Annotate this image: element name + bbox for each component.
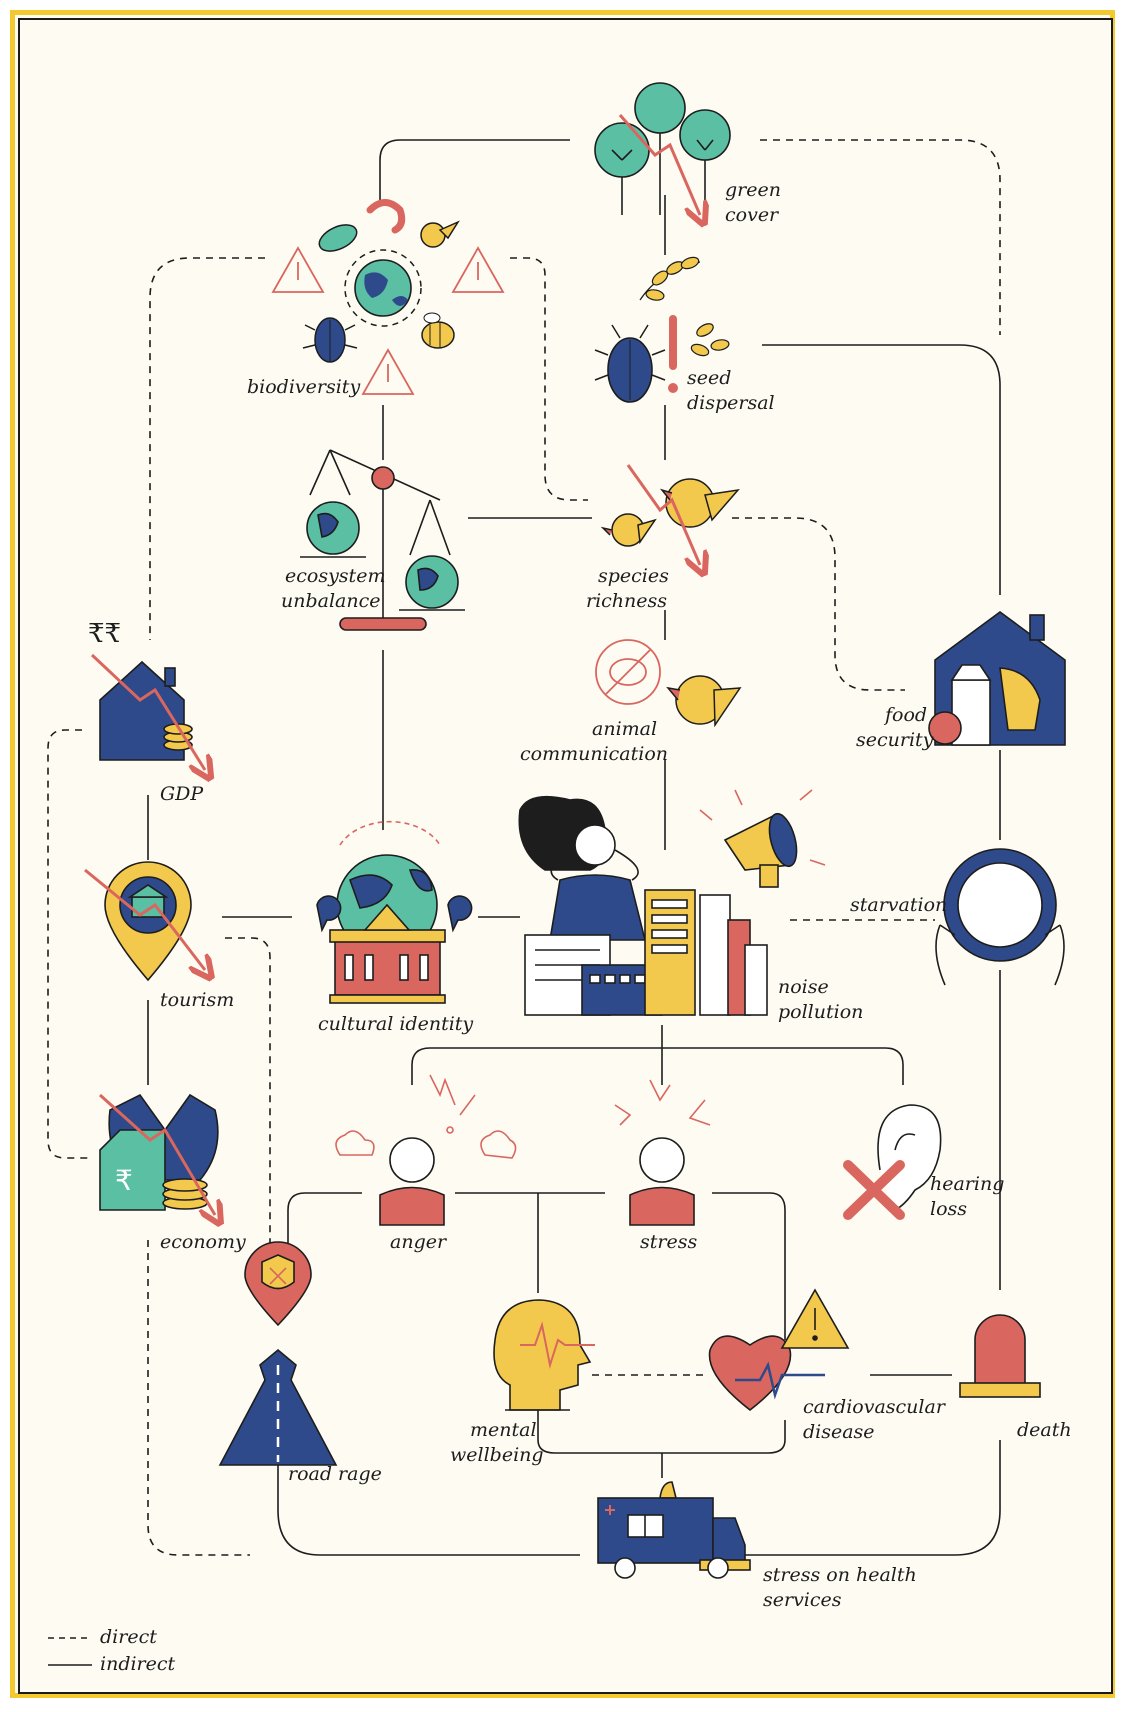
megaphone-icon (699, 789, 826, 888)
head-icon (493, 1299, 595, 1411)
legend-direct-label: direct (100, 1626, 157, 1648)
link-death-health (745, 1440, 1001, 1556)
label-seed-1: seed (687, 367, 732, 389)
person-icon-anger (335, 1074, 517, 1226)
label-cultural-identity: cultural identity (318, 1013, 474, 1035)
trend-down-arrow-icon-gdp (90, 653, 205, 770)
location-pin-icon-road (244, 1241, 312, 1327)
label-animal-1: animal (592, 718, 658, 740)
label-health-1: stress on health (763, 1564, 917, 1586)
trend-down-arrow-icon-tourism (84, 868, 205, 970)
road-icon (218, 1348, 338, 1466)
plate-icon (935, 848, 1065, 986)
dlink-greencover-food (760, 139, 1001, 335)
siren-icon (959, 1314, 1041, 1398)
legend-indirect-label: indirect (100, 1653, 176, 1675)
dlink-tourism-health (225, 937, 271, 1250)
economy-icon (99, 1093, 219, 1211)
label-road-rage: road rage (288, 1463, 382, 1485)
label-green-cover-1: green (725, 179, 781, 201)
leaf-icon (318, 224, 358, 252)
link-stress-cardio (712, 1192, 786, 1340)
label-seed-2: dispersal (687, 392, 775, 414)
legend-lines (48, 1637, 92, 1666)
label-hearing-1: hearing (930, 1173, 1005, 1195)
label-anger: anger (390, 1231, 447, 1253)
label-noise-2: pollution (778, 1001, 864, 1023)
link-roadrage-health (277, 1465, 580, 1556)
dlink-biodiversity-species (510, 257, 588, 501)
bird-icon-animal (666, 675, 742, 728)
dlink-gdp-economy (47, 729, 90, 1159)
label-species-1: species (598, 565, 669, 587)
label-cardio-2: disease (803, 1421, 875, 1443)
warning-icon-cardio (780, 1288, 850, 1349)
house-icon-food (928, 611, 1066, 746)
city-buildings-icon (524, 889, 768, 1016)
trees-icon (594, 82, 731, 215)
ambulance-icon (597, 1481, 751, 1579)
label-species-2: richness (586, 590, 668, 612)
label-gdp: GDP (160, 783, 204, 805)
beetle-icon (302, 317, 358, 363)
label-food-2: security (856, 729, 934, 751)
heart-icon (708, 1335, 825, 1412)
globe-icon (344, 249, 422, 327)
globe-temple-icon (316, 820, 473, 1004)
label-mental-2: wellbeing (450, 1444, 544, 1466)
wheat-icon (639, 256, 730, 357)
link-mental-cardio-bottom (537, 1410, 786, 1454)
rupee-symbol-economy: ₹ (115, 1164, 133, 1197)
woman-covering-ears-icon (518, 795, 647, 941)
bird-icon-small (420, 220, 460, 248)
dlink-species-food (732, 517, 905, 691)
location-pin-icon-tourism (104, 861, 192, 982)
connectors (47, 139, 1001, 1556)
bird-icon (600, 478, 740, 547)
label-ecosystem-2: unbalance (281, 590, 381, 612)
label-ecosystem-1: ecosystem (285, 565, 386, 587)
trend-down-arrow-icon-species (626, 464, 700, 565)
label-noise-1: noise (778, 976, 829, 998)
label-mental-1: mental (470, 1419, 537, 1441)
label-food-1: food (885, 704, 928, 726)
label-hearing-2: loss (930, 1198, 968, 1220)
trend-down-arrow-icon (618, 114, 700, 215)
link-greencover-biodiversity (379, 139, 570, 205)
link-seed-food (762, 344, 1001, 595)
link-noise-branch (411, 1047, 904, 1085)
label-green-cover-2: cover (725, 204, 779, 226)
person-icon-stress (614, 1079, 711, 1226)
label-starvation: starvation (850, 894, 948, 916)
trend-down-arrow-icon-economy (98, 1093, 215, 1215)
label-biodiversity: biodiversity (247, 376, 361, 398)
beetle-icon-large (594, 324, 666, 403)
label-death: death (1017, 1419, 1072, 1441)
bee-icon (421, 312, 455, 349)
label-rupee-symbols: ₹₹ (88, 619, 122, 649)
label-animal-2: communication (520, 743, 669, 765)
exclamation-icon (668, 315, 678, 393)
warning-icon (271, 246, 505, 395)
link-anger-roadrage (287, 1192, 362, 1245)
ear-icon (843, 1104, 942, 1220)
speech-bubble-crossed-icon (595, 639, 661, 705)
worm-icon (366, 199, 406, 234)
label-tourism: tourism (160, 989, 235, 1011)
scale-icon (300, 449, 465, 631)
dlink-biodiversity-gdp (149, 257, 265, 640)
label-health-2: services (763, 1589, 842, 1611)
label-economy: economy (160, 1231, 246, 1253)
dlink-economy-health (147, 1240, 250, 1556)
label-stress: stress (640, 1231, 698, 1253)
label-cardio-1: cardiovascular (803, 1396, 945, 1418)
